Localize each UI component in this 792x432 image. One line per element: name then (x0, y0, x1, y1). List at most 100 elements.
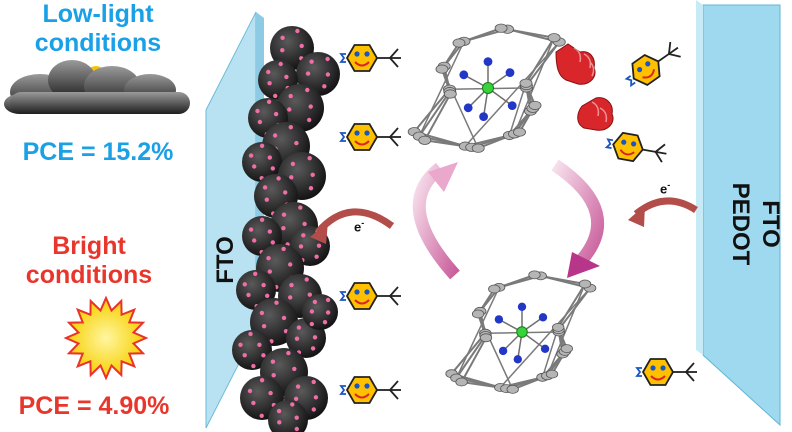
dye-dot (294, 415, 299, 420)
dye-dot (313, 395, 319, 400)
tert-butylpyridine-smiley-icon (339, 123, 401, 151)
fto-label-right: FTO (757, 200, 784, 248)
dye-dot (257, 342, 262, 347)
dye-dot (307, 117, 312, 123)
dye-dot (270, 166, 275, 171)
dye-dot (305, 87, 310, 93)
bond (464, 41, 560, 147)
dye-dot (261, 353, 266, 358)
bright-pce: PCE = 4.90% (18, 392, 170, 420)
dye-dot (284, 74, 289, 80)
dye-dot (305, 71, 311, 76)
tert-butylpyridine-smiley-icon (604, 131, 667, 163)
dye-dot (280, 48, 285, 53)
carbon-atom (471, 309, 485, 319)
dye-dot (274, 300, 279, 305)
dye-dot (248, 227, 254, 232)
regeneration-arrow-down (551, 159, 605, 278)
dye-dot (248, 153, 254, 158)
carbon-atom (452, 38, 466, 48)
dye-dot (310, 346, 316, 351)
dye-dot (283, 190, 288, 195)
dye-dot (322, 320, 328, 325)
dye-dot (261, 324, 267, 329)
carbon-atom (455, 377, 468, 387)
dye-dot (304, 277, 309, 282)
dye-dot (264, 197, 269, 202)
tert-butylpyridine-smiley-icon (635, 358, 697, 386)
low-light-title: Low-light conditions (8, 0, 188, 58)
bond (418, 40, 465, 137)
dye-dot (267, 81, 272, 86)
dye-dot (242, 282, 247, 287)
carbon-atom (547, 33, 561, 43)
dye-dot (266, 99, 272, 105)
dye-dot (247, 388, 253, 394)
dye-dot (307, 156, 312, 161)
dye-dot (273, 111, 279, 117)
dye-dot (280, 35, 285, 40)
dye-dot (322, 84, 327, 89)
dye-dot (286, 350, 291, 356)
tert-butylpyridine-smiley-icon (339, 44, 401, 72)
dye-dot (289, 282, 294, 288)
dye-dot (255, 108, 260, 114)
bond (557, 283, 586, 328)
dye-dot (267, 269, 272, 274)
nitrogen-atom (540, 344, 550, 353)
dye-dot (298, 205, 303, 210)
dye-dot (288, 125, 293, 130)
copper-atom (482, 82, 494, 94)
electron-charge: - (667, 180, 671, 190)
carbon-atom (519, 78, 533, 88)
dye-dot (325, 310, 331, 315)
dye-dot (266, 69, 271, 75)
carbon-atom (560, 344, 573, 353)
carbon-atom (471, 143, 485, 153)
carbon-atom (443, 89, 457, 99)
red-glove-icon (577, 97, 614, 131)
nitrogen-atom (483, 57, 493, 66)
tio2-particle (232, 330, 272, 370)
dye-dot (267, 155, 272, 160)
dye-dot (251, 363, 256, 369)
dye-dot (267, 229, 272, 234)
dye-dot (325, 297, 331, 303)
dye-dot (310, 172, 315, 177)
electron-label-left: e- (354, 218, 364, 234)
low-light-title-line2: conditions (34, 29, 162, 57)
dye-dot (257, 119, 263, 125)
red-glove-icon (555, 43, 596, 85)
dye-dot (278, 61, 283, 67)
dye-dot (287, 107, 292, 112)
bond (477, 313, 514, 390)
dye-dot (265, 293, 270, 298)
dye-dot (314, 254, 319, 259)
dye-dot (311, 407, 316, 412)
fto-label-left: FTO (212, 236, 239, 284)
electron-arrow-left (310, 208, 395, 244)
tio2-particle (296, 52, 340, 96)
dye-dot (259, 310, 265, 316)
bond (455, 334, 487, 379)
tio2-particle (276, 84, 324, 132)
bond (499, 287, 591, 389)
bond (455, 287, 500, 379)
sun-icon (63, 295, 149, 381)
tert-butylpyridine-smiley-icon (624, 41, 681, 88)
dye-dot (290, 161, 296, 167)
cu-complex-structure-bottom (445, 270, 597, 394)
nitrogen-atom (517, 302, 527, 311)
carbon-atom (552, 323, 565, 332)
dye-dot (295, 384, 301, 389)
dye-dot (268, 390, 273, 396)
dye-dot (290, 402, 295, 407)
dye-dot (276, 408, 282, 414)
dye-dot (309, 309, 315, 314)
dye-dot (270, 240, 275, 245)
dye-dot (259, 143, 265, 148)
bright-title-line1: Bright (52, 232, 126, 260)
bright-title: Bright conditions (4, 232, 174, 290)
carbon-atom (494, 23, 508, 33)
